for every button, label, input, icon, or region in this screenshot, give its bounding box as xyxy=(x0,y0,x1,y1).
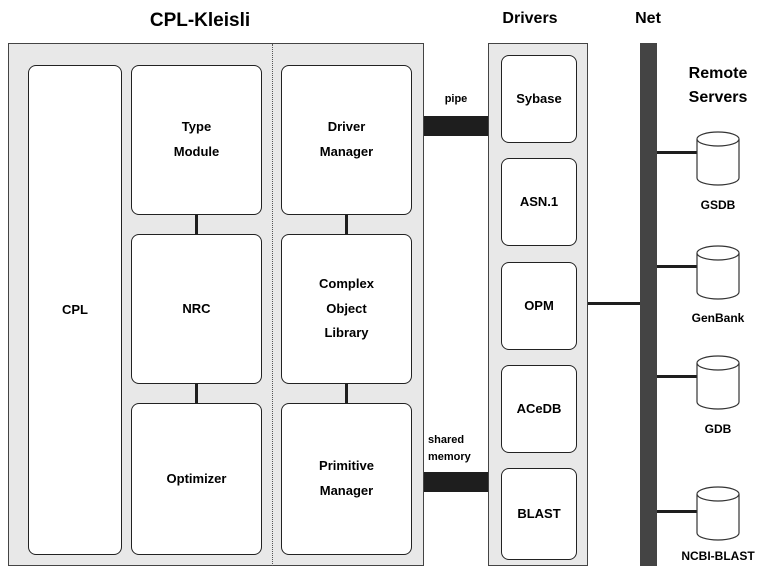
drivers-title: Drivers xyxy=(502,10,558,27)
opm-net-connector xyxy=(588,302,640,305)
gsdb-connector xyxy=(657,151,697,154)
pipe-label: pipe xyxy=(444,93,468,105)
ncbi-blast-database-icon xyxy=(696,486,740,541)
server-gsdb-label: GSDB xyxy=(700,198,736,212)
optimizer-box: Optimizer xyxy=(131,403,262,555)
ncbi-blast-connector xyxy=(657,510,697,513)
type-nrc-connector xyxy=(195,215,198,234)
server-ncbi-blast-label: NCBI-BLAST xyxy=(681,549,755,563)
net-bus xyxy=(640,43,657,566)
library-primitive-connector xyxy=(345,384,348,403)
genbank-database-icon xyxy=(696,245,740,300)
gdb-database-icon xyxy=(696,355,740,410)
server-gdb-label: GDB xyxy=(704,422,732,436)
shared-memory-connector xyxy=(424,472,488,492)
cpl-kleisli-title: CPL-Kleisli xyxy=(149,10,251,31)
pipe-connector xyxy=(424,116,488,136)
driver-blast: BLAST xyxy=(501,468,577,560)
gsdb-database-icon xyxy=(696,131,740,186)
driver-opm: OPM xyxy=(501,262,577,350)
driver-col-connector xyxy=(345,215,348,234)
cpl-box: CPL xyxy=(28,65,122,555)
nrc-box: NRC xyxy=(131,234,262,384)
driver-acedb: ACeDB xyxy=(501,365,577,453)
nrc-optimizer-connector xyxy=(195,384,198,403)
driver-sybase: Sybase xyxy=(501,55,577,143)
driver-asn1: ASN.1 xyxy=(501,158,577,246)
panel-divider xyxy=(272,44,273,566)
gdb-connector xyxy=(657,375,697,378)
genbank-connector xyxy=(657,265,697,268)
net-title: Net xyxy=(635,10,661,27)
shared-memory-label: shared memory xyxy=(428,434,471,464)
remote-servers-title: Remote Servers xyxy=(688,65,748,106)
server-genbank-label: GenBank xyxy=(691,311,745,325)
